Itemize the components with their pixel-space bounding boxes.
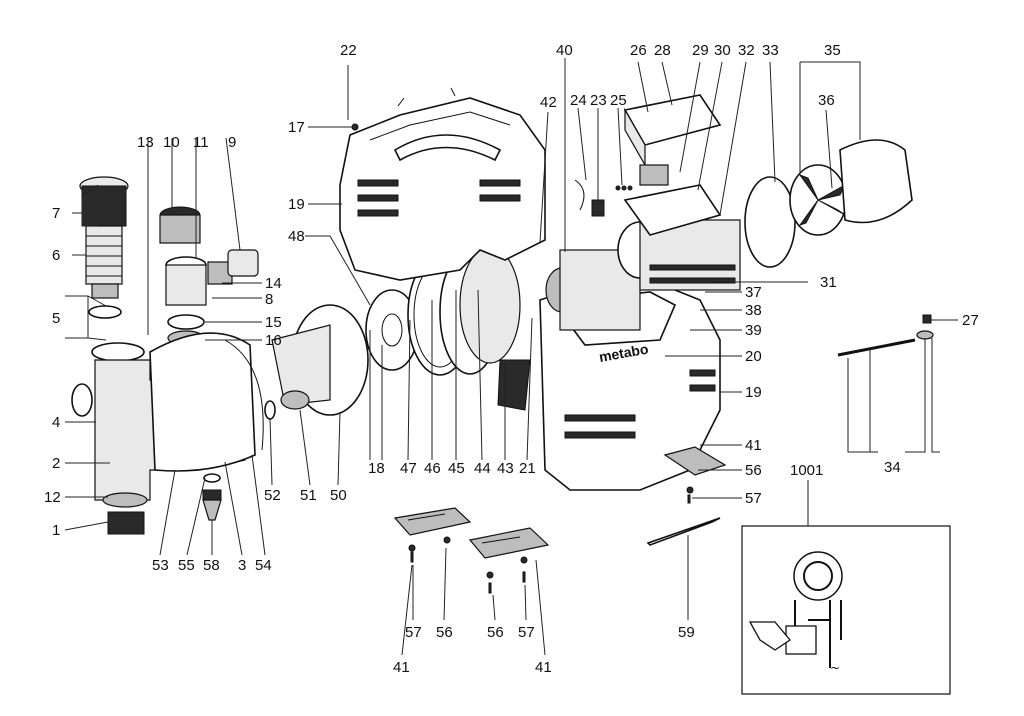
callout-30: 30 [714, 42, 731, 59]
hose-assembly [837, 314, 934, 357]
callout-54: 54 [255, 557, 272, 574]
callout-51: 51 [300, 487, 317, 504]
callout-59: 59 [678, 624, 695, 641]
callout-57-left: 57 [405, 624, 422, 641]
callout-10: 10 [163, 134, 180, 151]
handle-shell [339, 87, 546, 281]
callout-44: 44 [474, 460, 491, 477]
callout-21: 21 [519, 460, 536, 477]
drain-plug [202, 473, 222, 521]
callout-26: 26 [630, 42, 647, 59]
pump-housing [71, 332, 264, 535]
callout-57-right: 57 [745, 490, 762, 507]
callout-18: 18 [368, 460, 385, 477]
callout-6: 6 [52, 247, 60, 264]
callout-24: 24 [570, 92, 587, 109]
callout-37: 37 [745, 284, 762, 301]
callout-7: 7 [52, 205, 60, 222]
callout-56-left: 56 [436, 624, 453, 641]
callout-50: 50 [330, 487, 347, 504]
callout-41-middle: 41 [535, 659, 552, 676]
callout-16: 16 [265, 332, 282, 349]
leader-lines [64, 58, 958, 656]
callout-25: 25 [610, 92, 627, 109]
callout-12: 12 [44, 489, 61, 506]
foot-pad-left [393, 507, 472, 536]
callout-46: 46 [424, 460, 441, 477]
callout-20: 20 [745, 348, 762, 365]
foot-pad-middle [468, 527, 550, 559]
filter-cartridge [79, 176, 129, 319]
callout-52: 52 [264, 487, 281, 504]
motor [545, 184, 741, 331]
callout-14: 14 [265, 275, 282, 292]
valve-assembly [159, 206, 259, 346]
callout-1: 1 [52, 522, 60, 539]
callout-47: 47 [400, 460, 417, 477]
callout-5: 5 [52, 310, 60, 327]
callout-38: 38 [745, 302, 762, 319]
callout-labels: 7 6 5 4 2 12 1 13 10 11 9 14 8 15 16 53 … [44, 42, 979, 676]
label-strip [646, 517, 721, 546]
callout-23: 23 [590, 92, 607, 109]
callout-15: 15 [265, 314, 282, 331]
callout-8: 8 [265, 291, 273, 308]
callout-34: 34 [884, 459, 901, 476]
callout-57-middle: 57 [518, 624, 535, 641]
callout-28: 28 [654, 42, 671, 59]
callout-40: 40 [556, 42, 573, 59]
callout-53: 53 [152, 557, 169, 574]
callout-29: 29 [692, 42, 709, 59]
callout-55: 55 [178, 557, 195, 574]
callout-41-left: 41 [393, 659, 410, 676]
callout-56-middle: 56 [487, 624, 504, 641]
callout-58: 58 [203, 557, 220, 574]
callout-22: 22 [340, 42, 357, 59]
callout-39: 39 [745, 322, 762, 339]
callout-4: 4 [52, 414, 60, 431]
callout-9: 9 [228, 134, 236, 151]
wiring-diagram: ~ [741, 525, 951, 695]
diffuser [264, 304, 369, 420]
callout-19-top: 19 [288, 196, 305, 213]
impeller-stack [365, 246, 531, 411]
callout-32: 32 [738, 42, 755, 59]
terminal-box [574, 94, 722, 217]
callout-13: 13 [137, 134, 154, 151]
callout-11: 11 [193, 134, 209, 151]
callout-45: 45 [448, 460, 465, 477]
callout-42: 42 [540, 94, 557, 111]
callout-2: 2 [52, 455, 60, 472]
callout-35: 35 [824, 42, 841, 59]
screws [408, 486, 694, 594]
fan-assembly [744, 139, 913, 268]
callout-56-right: 56 [745, 462, 762, 479]
callout-33: 33 [762, 42, 779, 59]
callout-17: 17 [288, 119, 305, 136]
callout-1001: 1001 [790, 462, 823, 479]
callout-43: 43 [497, 460, 514, 477]
callout-31: 31 [820, 274, 837, 291]
callout-19-right: 19 [745, 384, 762, 401]
callout-3: 3 [238, 557, 246, 574]
foot-pad-right [663, 446, 727, 476]
callout-41-right: 41 [745, 437, 762, 454]
svg-text:~: ~ [830, 661, 840, 675]
callout-27: 27 [962, 312, 979, 329]
callout-36: 36 [818, 92, 835, 109]
callout-48: 48 [288, 228, 305, 245]
